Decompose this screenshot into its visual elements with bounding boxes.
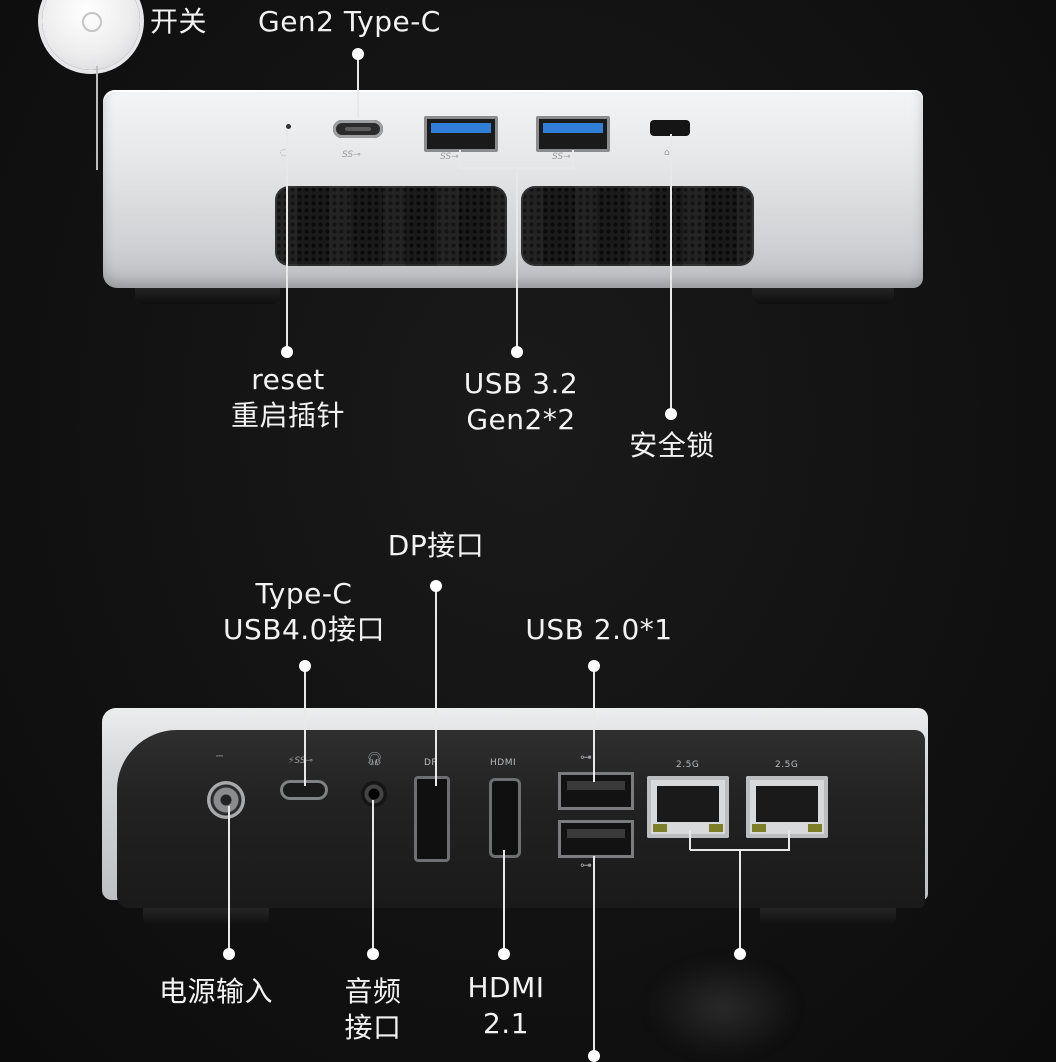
usb32-label-line1: USB 3.2: [463, 367, 579, 400]
reset-callout-dot: [281, 346, 293, 358]
front-device-body: [103, 90, 923, 288]
displayport-port: [414, 776, 450, 862]
reset-pinhole: [286, 124, 291, 129]
hdmi-label: HDMI 2.1: [458, 970, 554, 1042]
power-in-label: 电源输入: [158, 975, 273, 1008]
lan-callout-dot: [734, 948, 746, 960]
security-lock-slot: [650, 120, 690, 136]
dc-power-jack: [207, 781, 245, 819]
hdmi-callout-dot: [498, 948, 510, 960]
typec-usb4-label-line1: Type-C: [255, 577, 353, 610]
blurred-lan-label-area: [648, 958, 798, 1058]
power-in-callout-line: [228, 806, 230, 954]
usb20-lower-callout-line: [593, 856, 595, 1056]
usb20-lower-callout-dot: [588, 1050, 600, 1062]
power-callout-line: [96, 66, 98, 170]
front-vent-right: [521, 186, 754, 266]
usb32-callout-line: [516, 168, 518, 352]
audio-callout-line: [372, 800, 374, 954]
dp-port-mark: DP: [424, 758, 438, 768]
usb20-callout-line: [593, 666, 595, 782]
typec-usb4-label: Type-C USB4.0接口: [216, 576, 392, 648]
reset-callout-line: [286, 130, 288, 352]
hdmi-callout-line: [503, 850, 505, 954]
lan2-speed-mark: 2.5G: [775, 760, 799, 770]
lan-callout-line: [739, 850, 741, 954]
usb-trident-icon-top: ⊶: [580, 750, 592, 764]
usb32-bracket-right: [572, 150, 574, 168]
usb4-callout-line: [304, 666, 306, 786]
usb32-bracket-left: [459, 150, 461, 168]
ethernet-port-1: [647, 776, 729, 838]
usb4-logo-icon: ⚡SS⊸: [288, 756, 313, 766]
ss-usb-logo-icon-2: SS⊸: [552, 152, 571, 162]
dp-callout-line: [435, 586, 437, 786]
front-usb-c-port: [333, 120, 383, 138]
typec-usb4-label-line2: USB4.0接口: [222, 613, 385, 646]
usb20-callout-dot: [588, 660, 600, 672]
lan-bracket-left: [689, 830, 691, 850]
reset-label: reset 重启插针: [226, 362, 350, 434]
usb32-callout-dot: [511, 346, 523, 358]
usb32-label-line2: Gen2*2: [466, 403, 576, 436]
power-label: 开关: [150, 5, 208, 38]
lock-symbol-icon: ⌂: [664, 148, 670, 158]
dc-in-symbol-icon: ⎓: [216, 752, 224, 762]
reset-label-en: reset: [251, 363, 325, 396]
power-button-illustration: [42, 0, 140, 70]
usb32-label: USB 3.2 Gen2*2: [456, 366, 586, 438]
audio-label-line2: 接口: [344, 1011, 402, 1044]
type-c-callout-line: [357, 48, 359, 118]
dp-label: DP接口: [387, 529, 485, 562]
type-c-top-label: Gen2 Type-C: [258, 5, 441, 38]
usb20-label: USB 2.0*1: [525, 613, 673, 646]
rear-usb2-port-2: [558, 820, 634, 858]
front-vent-left: [275, 186, 507, 266]
hdmi-label-line2: 2.1: [482, 1007, 530, 1040]
front-usb3-port-2: [536, 116, 610, 152]
lock-callout-line: [670, 134, 672, 414]
front-usb3-port-1: [424, 116, 498, 152]
audio-jack: [361, 781, 387, 807]
rear-usb2-port-1: [558, 772, 634, 810]
usb-trident-icon-bottom: ⊶: [580, 858, 592, 872]
lan-bracket-right: [788, 830, 790, 850]
rear-usb4-port: [280, 780, 328, 800]
headphone-icon: 🎧︎: [366, 752, 383, 767]
audio-callout-dot: [367, 948, 379, 960]
lan1-speed-mark: 2.5G: [676, 760, 700, 770]
dp-callout-dot: [430, 580, 442, 592]
lock-label: 安全锁: [629, 429, 715, 462]
reset-label-cn: 重启插针: [230, 399, 345, 432]
hdmi-port: [489, 778, 521, 858]
usb4-callout-dot: [299, 660, 311, 672]
ss-usb-logo-icon-1: SS⊸: [440, 152, 459, 162]
audio-label: 音频 接口: [334, 974, 412, 1046]
lock-callout-dot: [665, 408, 677, 420]
audio-label-line1: 音频: [344, 975, 402, 1008]
ss-logo-icon: SS⊸: [342, 150, 361, 160]
power-in-callout-dot: [223, 948, 235, 960]
hdmi-label-line1: HDMI: [467, 971, 545, 1004]
reset-symbol-icon: ◌: [280, 148, 288, 158]
hdmi-port-mark: HDMI: [490, 758, 517, 768]
ethernet-port-2: [746, 776, 828, 838]
type-c-callout-dot: [352, 48, 364, 60]
